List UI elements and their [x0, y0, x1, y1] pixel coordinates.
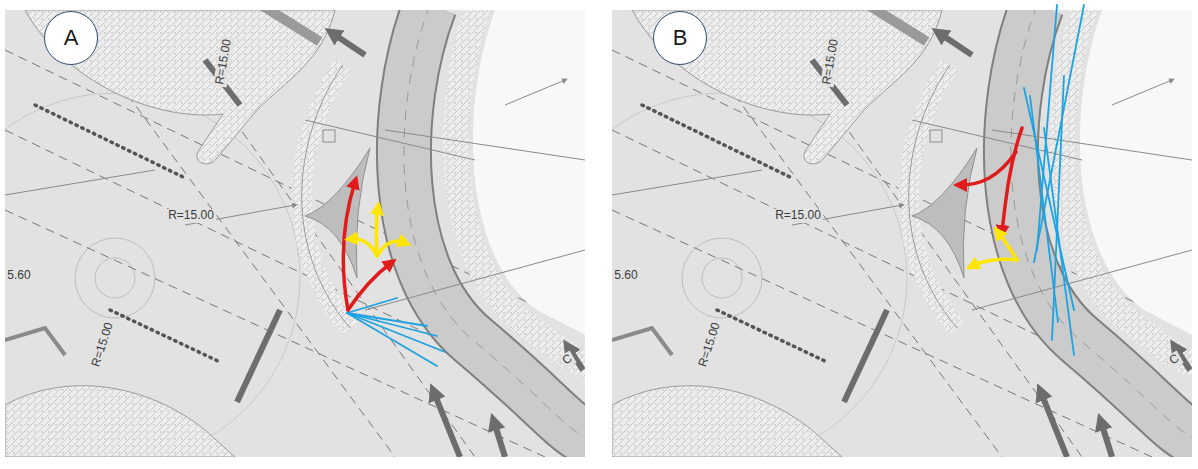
plan-panel [0, 0, 600, 463]
panel-label-circle: A [44, 11, 98, 65]
panel-letter: A [64, 27, 79, 49]
panel-letter: B [673, 27, 688, 49]
dimension-label: 5.60 [612, 269, 639, 283]
dimension-label: R=15.00 [166, 209, 216, 223]
plan-panel [537, 0, 1198, 463]
dimension-label: R=15.00 [773, 209, 823, 223]
movement-arrows [343, 182, 445, 366]
movement-arrows [960, 5, 1084, 355]
panel-label-circle: B [653, 11, 707, 65]
dimension-label: 5.60 [5, 269, 32, 283]
